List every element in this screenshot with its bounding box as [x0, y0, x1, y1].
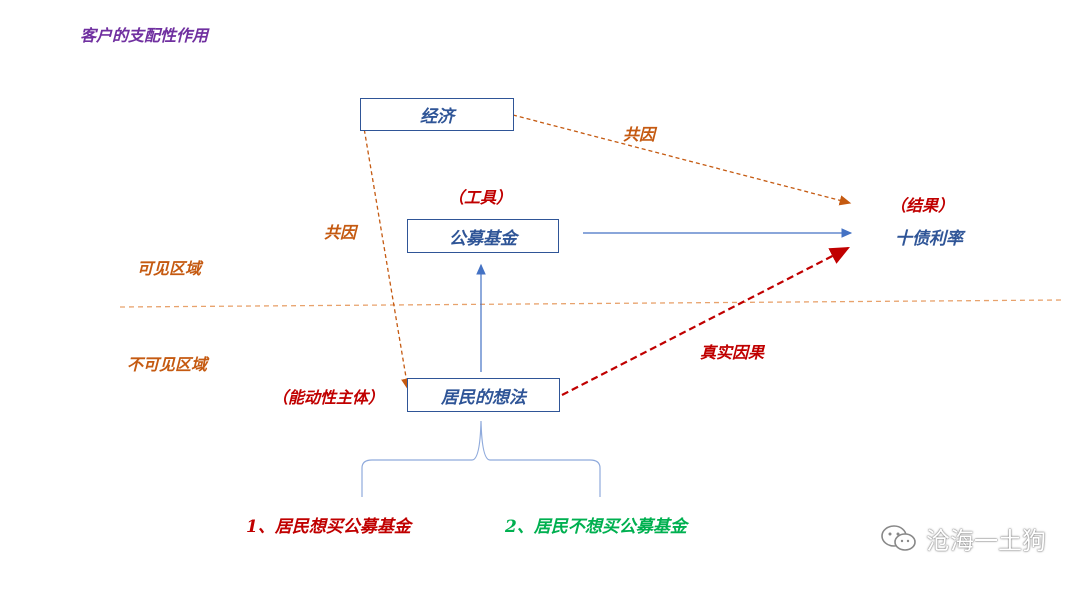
- option-not-buy-fund: 2、居民不想买公募基金: [505, 517, 687, 537]
- node-fund: 公募基金: [407, 219, 559, 253]
- node-thought: 居民的想法: [407, 378, 560, 412]
- arrow-thought-to-result: [561, 246, 850, 396]
- visible-region-label: 可见区域: [137, 259, 202, 278]
- result-tag-label: （结果）: [890, 196, 955, 215]
- option-buy-fund: 1、居民想买公募基金: [246, 517, 411, 537]
- invisible-region-label: 不可见区域: [127, 355, 208, 374]
- cofactor-top-label: 共因: [623, 125, 656, 144]
- page-title: 客户的支配性作用: [80, 26, 209, 45]
- agent-label: （能动性主体）: [272, 388, 385, 407]
- result-node-label: 十债利率: [895, 229, 963, 249]
- true-cause-label: 真实因果: [700, 343, 765, 362]
- watermark: 沧海一土狗: [880, 521, 1046, 556]
- cofactor-left-label: 共因: [324, 223, 357, 242]
- node-economy: 经济: [360, 98, 514, 131]
- options-brace: [361, 420, 601, 497]
- arrow-economy-to-result: [512, 114, 852, 206]
- arrow-economy-to-thought: [361, 115, 412, 391]
- region-divider: [119, 299, 1063, 308]
- tool-label: （工具）: [448, 188, 513, 207]
- watermark-text: 沧海一土狗: [926, 527, 1046, 555]
- wechat-icon: [881, 524, 916, 551]
